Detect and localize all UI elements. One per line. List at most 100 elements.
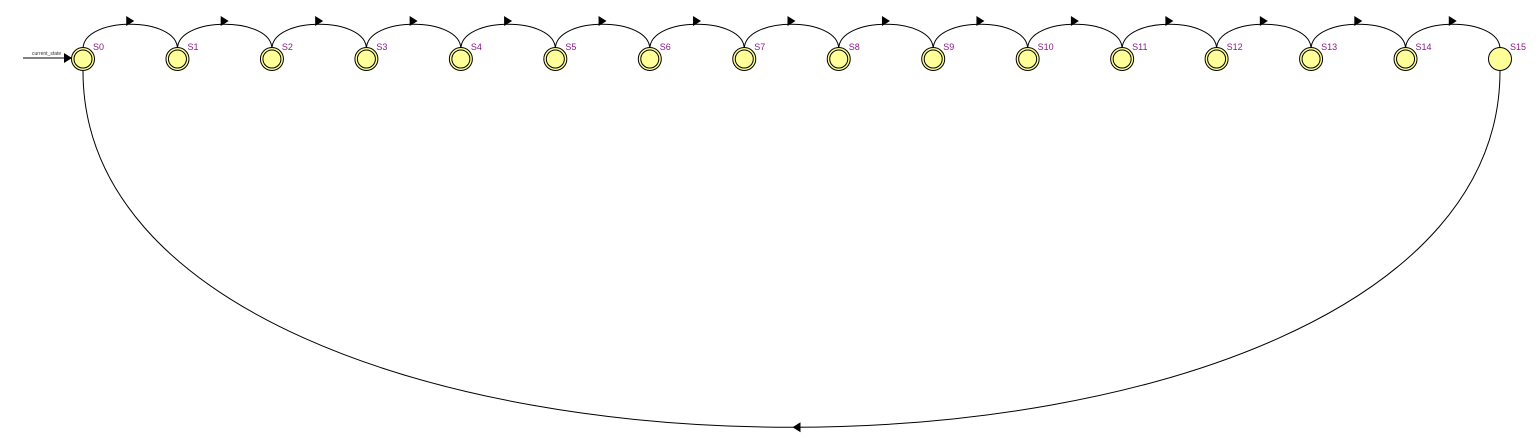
arrowhead-S4-S5 <box>504 16 513 26</box>
state-label: S7 <box>754 42 765 52</box>
state-circle[interactable] <box>637 47 662 71</box>
entry-arrow-group: current_state <box>23 51 72 63</box>
state-s13[interactable]: S13 <box>1299 42 1338 71</box>
transition-S7-S8 <box>743 23 840 50</box>
state-label: S15 <box>1510 42 1526 52</box>
state-s10[interactable]: S10 <box>1015 42 1054 71</box>
transition-S13-S14 <box>1310 23 1407 50</box>
input-label: current_state <box>32 51 61 57</box>
state-inner-ring <box>829 49 849 69</box>
state-s15[interactable]: S15 <box>1488 42 1527 71</box>
transition-S12-S13 <box>1216 23 1312 50</box>
state-circle[interactable] <box>259 47 284 71</box>
state-s4[interactable]: S4 <box>448 42 482 71</box>
state-label: S6 <box>660 42 671 52</box>
state-s9[interactable]: S9 <box>921 42 955 71</box>
state-circle[interactable] <box>826 47 851 71</box>
state-label: S2 <box>282 42 293 52</box>
state-circle[interactable] <box>1204 47 1229 71</box>
state-inner-ring <box>167 49 187 69</box>
state-circle[interactable] <box>543 47 568 71</box>
state-inner-ring <box>1207 49 1227 69</box>
state-inner-ring <box>262 49 282 69</box>
state-inner-ring <box>923 49 943 69</box>
state-circle[interactable] <box>1488 47 1512 71</box>
state-inner-ring <box>545 49 565 69</box>
state-inner-ring <box>73 49 93 69</box>
state-s11[interactable]: S11 <box>1110 42 1148 71</box>
state-label: S10 <box>1038 42 1054 52</box>
arrowhead-S6-S7 <box>693 16 702 26</box>
transition-S4-S5 <box>460 23 556 50</box>
state-label: S14 <box>1416 42 1432 52</box>
transition-S5-S6 <box>554 23 651 50</box>
state-inner-ring <box>734 49 754 69</box>
state-inner-ring <box>1112 49 1132 69</box>
state-label: S11 <box>1132 42 1147 52</box>
state-inner-ring <box>1301 49 1321 69</box>
arrowhead-S2-S3 <box>315 16 324 26</box>
state-s3[interactable]: S3 <box>354 42 388 71</box>
state-circle[interactable] <box>1110 47 1135 71</box>
state-s6[interactable]: S6 <box>637 42 671 71</box>
arrowhead-S7-S8 <box>787 16 796 26</box>
transition-S2-S3 <box>271 23 367 50</box>
arrowhead-S13-S14 <box>1354 16 1363 26</box>
arrowhead-S15-S0 <box>792 422 801 433</box>
arrowhead-S3-S4 <box>409 16 418 26</box>
state-circle[interactable] <box>732 47 757 71</box>
state-label: S5 <box>565 42 576 52</box>
states-layer: S0 S1 S2 S3 S4 S5 S6 S7 S8 S9 S10 S11 S12 S13 S14 S15 <box>71 42 1527 71</box>
state-s7[interactable]: S7 <box>732 42 766 71</box>
transition-S3-S4 <box>365 23 462 50</box>
state-circle[interactable] <box>1299 47 1324 71</box>
state-label: S4 <box>471 42 482 52</box>
transition-S15-S0 <box>82 70 1501 428</box>
state-circle[interactable] <box>1393 47 1418 71</box>
arrowhead-S1-S2 <box>220 16 229 26</box>
state-s1[interactable]: S1 <box>165 42 199 71</box>
state-circle[interactable] <box>165 47 190 71</box>
transitions-layer <box>82 16 1501 433</box>
transition-S6-S7 <box>649 23 745 50</box>
state-label: S3 <box>376 42 387 52</box>
transition-S10-S11 <box>1027 23 1123 50</box>
entry-arrowhead <box>64 53 72 63</box>
state-label: S12 <box>1227 42 1243 52</box>
transition-S8-S9 <box>838 23 934 50</box>
arrowhead-S8-S9 <box>881 16 890 26</box>
state-inner-ring <box>640 49 660 69</box>
state-circle[interactable] <box>71 47 95 71</box>
transition-S14-S15 <box>1405 23 1501 50</box>
transition-S0-S1 <box>82 23 178 50</box>
state-label: S8 <box>849 42 860 52</box>
arrowhead-S0-S1 <box>126 16 135 26</box>
state-s0[interactable]: S0 <box>71 42 105 71</box>
state-circle[interactable] <box>1015 47 1040 71</box>
state-s12[interactable]: S12 <box>1204 42 1243 71</box>
state-label: S1 <box>187 42 198 52</box>
arrowhead-S9-S10 <box>976 16 985 26</box>
state-s5[interactable]: S5 <box>543 42 577 71</box>
arrowhead-S5-S6 <box>598 16 607 26</box>
arrowhead-S14-S15 <box>1448 16 1457 26</box>
transition-S9-S10 <box>932 23 1029 50</box>
state-inner-ring <box>356 49 376 69</box>
state-inner-ring <box>451 49 471 69</box>
state-circle[interactable] <box>354 47 379 71</box>
state-s8[interactable]: S8 <box>826 42 860 71</box>
state-inner-ring <box>1018 49 1038 69</box>
arrowhead-S12-S13 <box>1259 16 1268 26</box>
state-inner-ring <box>1396 49 1416 69</box>
transition-S1-S2 <box>176 23 273 50</box>
state-label: S9 <box>943 42 954 52</box>
transition-S11-S12 <box>1121 23 1218 50</box>
state-circle[interactable] <box>921 47 946 71</box>
state-label: S0 <box>93 42 104 52</box>
state-s2[interactable]: S2 <box>259 42 293 71</box>
state-circle[interactable] <box>448 47 473 71</box>
state-s14[interactable]: S14 <box>1393 42 1432 71</box>
arrowhead-S10-S11 <box>1070 16 1079 26</box>
state-label: S13 <box>1321 42 1337 52</box>
